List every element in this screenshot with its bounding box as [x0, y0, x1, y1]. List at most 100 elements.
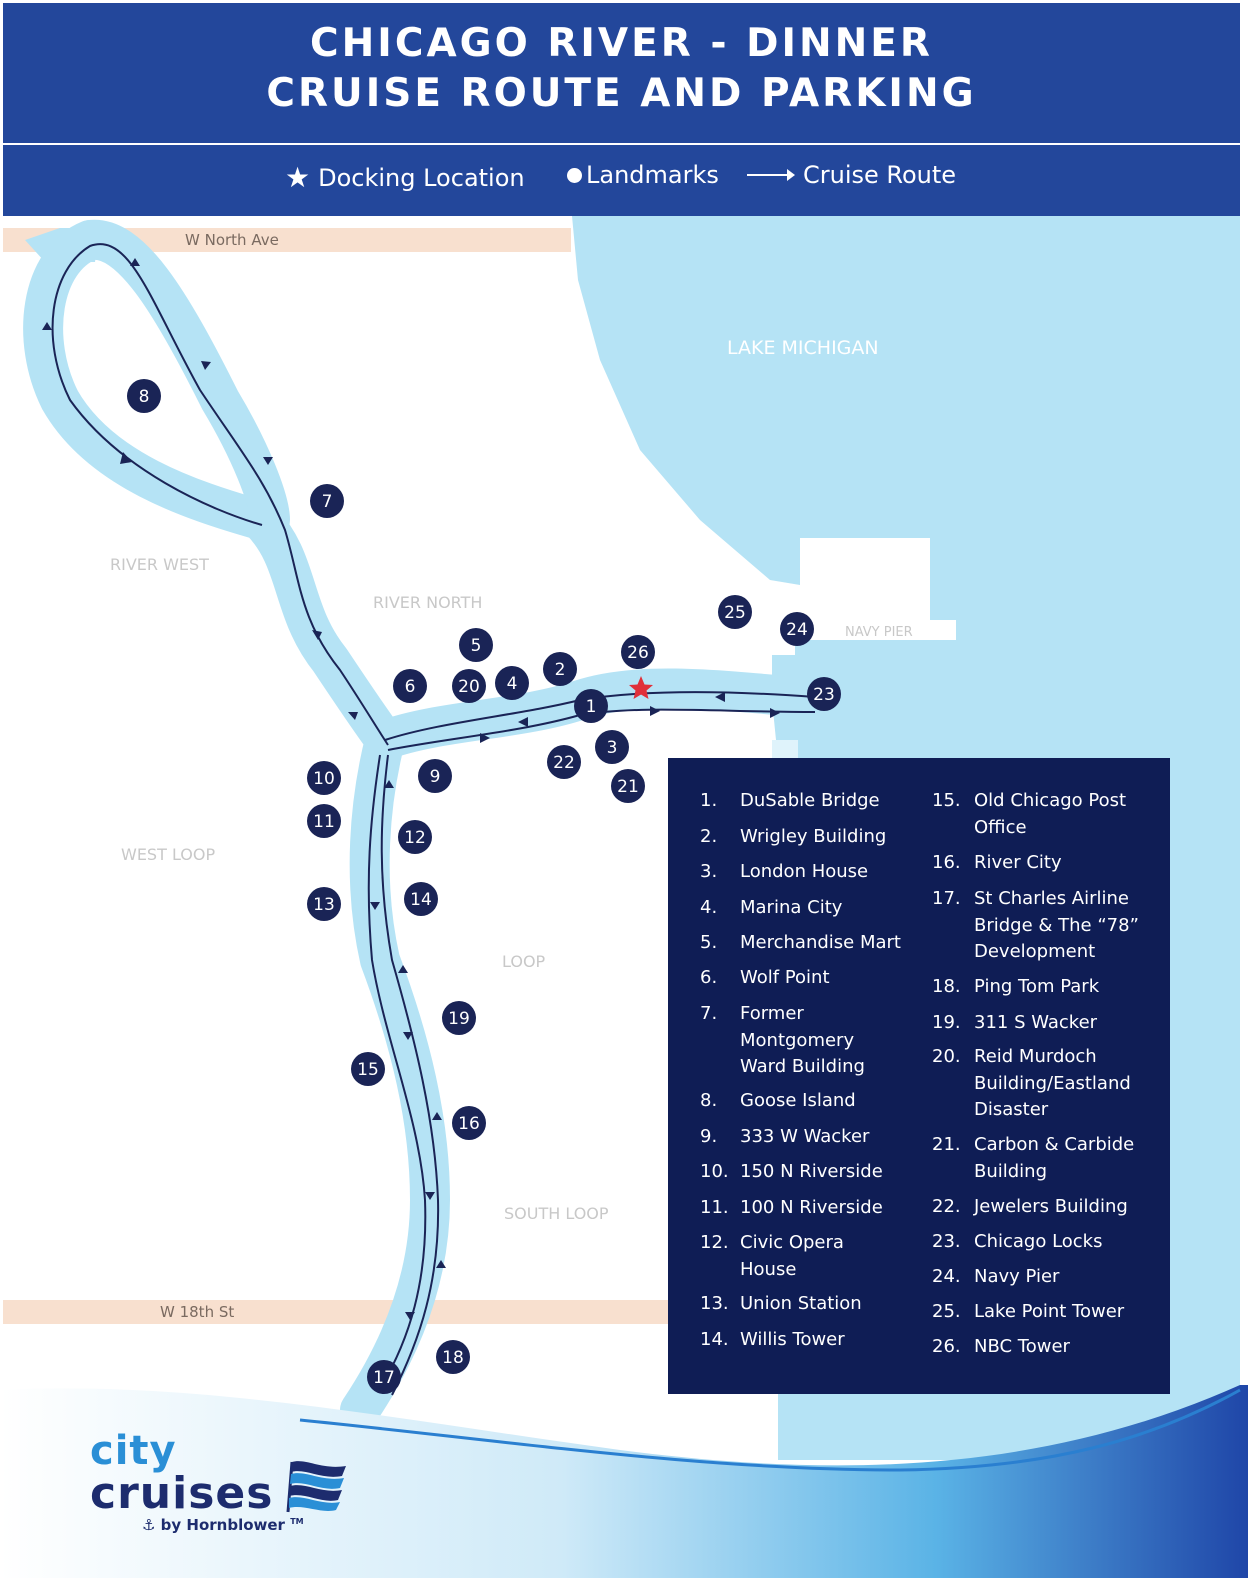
key-label: London House	[740, 861, 869, 882]
landmark-marker-5: 5	[459, 628, 493, 662]
dot-icon	[567, 167, 582, 183]
star-icon: ★	[285, 161, 311, 194]
page-title-line1: CHICAGO RIVER - DINNER	[310, 21, 933, 66]
logo-line1: city	[90, 1428, 177, 1474]
landmark-marker-13: 13	[307, 887, 341, 921]
landmark-marker-16: 16	[452, 1106, 486, 1140]
marker-circle	[436, 1340, 470, 1374]
key-number: 3.	[700, 861, 718, 882]
landmark-marker-23: 23	[807, 677, 841, 711]
key-label: River City	[974, 852, 1062, 873]
key-label: Civic Opera House	[740, 1232, 844, 1280]
lock-structure	[772, 740, 798, 760]
key-label: Lake Point Tower	[974, 1301, 1125, 1322]
key-number: 6.	[700, 967, 718, 988]
header-banner: CHICAGO RIVER - DINNER CRUISE ROUTE AND …	[3, 3, 1240, 143]
key-number: 13.	[700, 1293, 729, 1314]
key-label: Navy Pier	[974, 1266, 1060, 1287]
legend-route: Cruise Route	[747, 161, 956, 189]
route-arrows	[42, 258, 780, 1320]
marker-circle	[574, 689, 608, 723]
landmark-marker-24: 24	[780, 612, 814, 646]
marker-number: 25	[724, 603, 746, 623]
key-label: Goose Island	[740, 1090, 856, 1111]
key-number: 23.	[932, 1231, 961, 1252]
landmark-marker-1: 1	[574, 689, 608, 723]
marker-number: 18	[442, 1348, 464, 1368]
key-number: 22.	[932, 1196, 961, 1217]
navy-pier-shape	[812, 620, 956, 640]
marker-number: 12	[404, 828, 426, 848]
key-label: 333 W Wacker	[740, 1126, 870, 1147]
landmark-marker-19: 19	[442, 1001, 476, 1035]
key-number: 20.	[932, 1046, 961, 1067]
logo-byline-text: ⚓ by Hornblower	[142, 1516, 285, 1534]
river-west-label: RIVER WEST	[110, 555, 209, 574]
marker-circle	[393, 669, 427, 703]
marker-number: 11	[313, 812, 335, 832]
marker-number: 13	[313, 895, 335, 915]
marker-number: 10	[313, 769, 335, 789]
marker-number: 3	[607, 738, 618, 758]
landmark-marker-10: 10	[307, 761, 341, 795]
marker-number: 8	[139, 387, 150, 407]
w-18th-st-label: W 18th St	[160, 1303, 234, 1321]
key-number: 12.	[700, 1232, 729, 1253]
key-number: 16.	[932, 852, 961, 873]
marker-number: 16	[458, 1114, 480, 1134]
key-number: 11.	[700, 1197, 729, 1218]
key-label: 311 S Wacker	[974, 1012, 1098, 1033]
key-number: 14.	[700, 1329, 729, 1350]
river-north-label: RIVER NORTH	[373, 593, 482, 612]
marker-number: 1	[586, 697, 597, 717]
landmark-marker-25: 25	[718, 595, 752, 629]
marker-circle	[621, 635, 655, 669]
key-label: St Charles Airline Bridge & The “78” Dev…	[974, 888, 1139, 962]
key-label: DuSable Bridge	[740, 790, 880, 811]
south-loop-label: SOUTH LOOP	[504, 1204, 609, 1223]
marker-number: 26	[627, 643, 649, 663]
flag-icon	[286, 1461, 346, 1513]
key-number: 7.	[700, 1003, 718, 1024]
legend-route-label: Cruise Route	[803, 161, 957, 189]
marker-circle	[543, 652, 577, 686]
bottom-wave	[0, 1385, 1248, 1578]
key-number: 8.	[700, 1090, 718, 1111]
legend-landmarks-label: Landmarks	[586, 161, 719, 189]
key-number: 21.	[932, 1134, 961, 1155]
landmark-marker-21: 21	[611, 769, 645, 803]
landmark-marker-7: 7	[310, 484, 344, 518]
marker-circle	[398, 820, 432, 854]
landmark-marker-3: 3	[595, 730, 629, 764]
logo-byline: ⚓ by Hornblower TM	[142, 1516, 304, 1534]
landmark-marker-12: 12	[398, 820, 432, 854]
marker-circle	[452, 669, 486, 703]
marker-circle	[442, 1001, 476, 1035]
marker-number: 24	[786, 620, 808, 640]
key-label: Chicago Locks	[974, 1231, 1103, 1252]
key-label: Wrigley Building	[740, 826, 887, 847]
marker-circle	[807, 677, 841, 711]
marker-number: 7	[322, 492, 333, 512]
key-label: 100 N Riverside	[740, 1197, 883, 1218]
marker-circle	[495, 666, 529, 700]
key-number: 15.	[932, 790, 961, 811]
key-label: Merchandise Mart	[740, 932, 901, 953]
key-number: 1.	[700, 790, 718, 811]
legend-landmarks: Landmarks	[567, 161, 719, 189]
marker-number: 4	[507, 674, 518, 694]
key-label: Former Montgomery Ward Building	[740, 1003, 865, 1077]
key-number: 17.	[932, 888, 961, 909]
key-label: NBC Tower	[974, 1336, 1070, 1357]
marker-circle	[611, 769, 645, 803]
landmark-marker-4: 4	[495, 666, 529, 700]
marker-number: 23	[813, 685, 835, 705]
marker-number: 2	[555, 660, 566, 680]
key-label: Willis Tower	[740, 1329, 845, 1350]
legend-docking-label: Docking Location	[318, 163, 525, 192]
landmark-marker-20: 20	[452, 669, 486, 703]
marker-number: 9	[430, 767, 441, 787]
legend-bar: ★ Docking Location Landmarks Cruise Rout…	[3, 145, 1240, 216]
marker-number: 6	[405, 677, 416, 697]
